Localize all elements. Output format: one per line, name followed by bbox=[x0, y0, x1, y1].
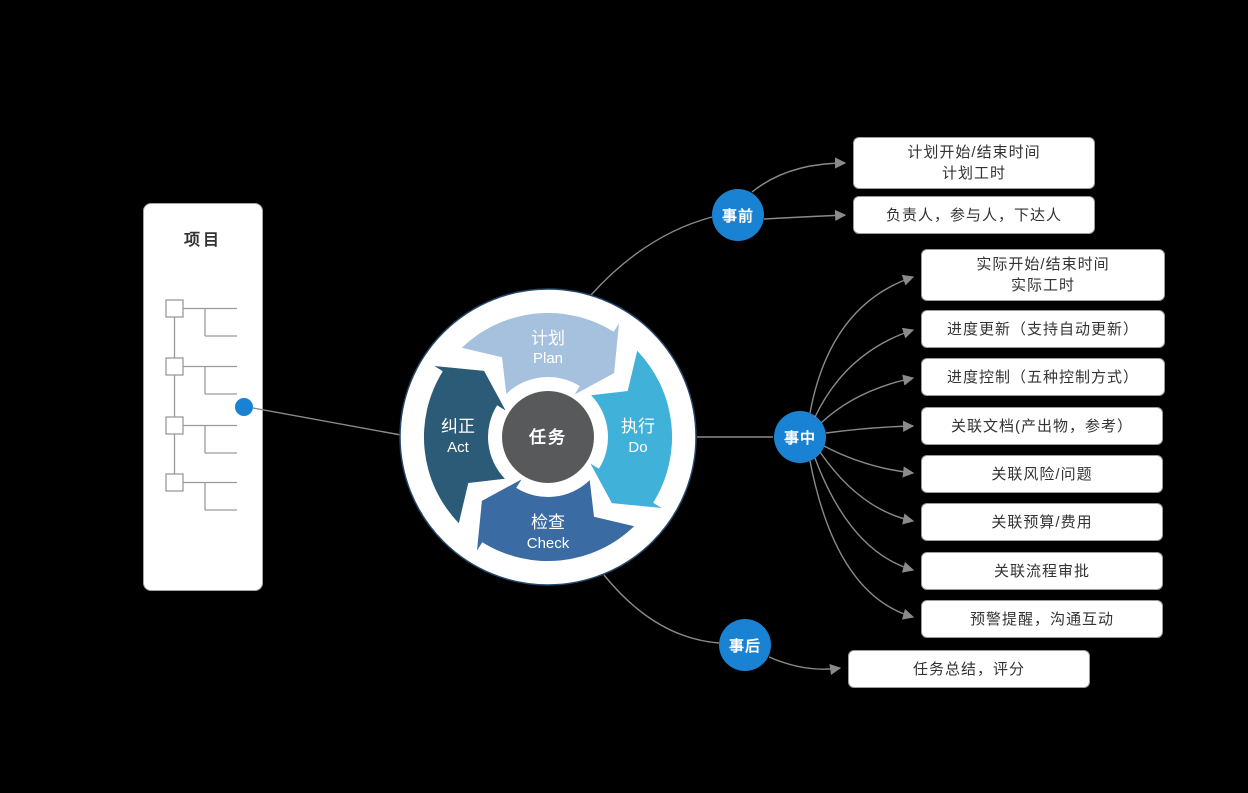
wheel-outer-ring bbox=[399, 288, 697, 586]
wheel-label-do-zh: 执行 bbox=[621, 417, 655, 436]
connector-during-progress-control bbox=[820, 374, 915, 424]
wheel-label-check-zh: 检查 bbox=[531, 513, 565, 532]
info-box-line: 预警提醒，沟通互动 bbox=[969, 610, 1114, 628]
info-box-actual-time: 实际开始/结束时间 实际工时 bbox=[921, 249, 1165, 301]
info-box-line: 关联流程审批 bbox=[993, 562, 1090, 580]
info-box-budget: 关联预算/费用 bbox=[921, 503, 1163, 541]
info-box-people: 负责人，参与人，下达人 bbox=[853, 196, 1095, 234]
connector-before-planned-time bbox=[751, 157, 847, 193]
connector-during-approval bbox=[814, 457, 915, 573]
wheel-segment-do bbox=[590, 350, 673, 508]
info-box-line: 关联文档(产出物，参考） bbox=[951, 417, 1133, 435]
info-box-line: 进度更新（支持自动更新） bbox=[946, 320, 1139, 338]
wheel-label-act-zh: 纠正 bbox=[441, 417, 475, 436]
connector-during-actual-time bbox=[809, 274, 915, 414]
connector-during-progress-update bbox=[814, 327, 915, 418]
connector-project-to-wheel bbox=[252, 407, 402, 436]
info-box-approval: 关联流程审批 bbox=[921, 552, 1163, 590]
info-box-line: 计划工时 bbox=[941, 165, 1006, 182]
info-box-progress-update: 进度更新（支持自动更新） bbox=[921, 310, 1165, 348]
info-box-line: 关联预算/费用 bbox=[991, 513, 1093, 531]
node-after: 事后 bbox=[719, 619, 771, 671]
wheel-segment-plan bbox=[461, 312, 619, 395]
node-before-label: 事前 bbox=[721, 207, 754, 225]
connector-before-people bbox=[763, 209, 847, 222]
info-box-summary: 任务总结，评分 bbox=[848, 650, 1090, 688]
wheel-label-act-en: Act bbox=[447, 439, 470, 456]
connector-wheel-to-after bbox=[603, 574, 720, 644]
info-box-line: 计划开始/结束时间 bbox=[907, 144, 1041, 161]
info-box-documents: 关联文档(产出物，参考） bbox=[921, 407, 1163, 445]
info-box-line: 进度控制（五种控制方式） bbox=[946, 368, 1139, 386]
node-during: 事中 bbox=[774, 411, 826, 463]
wheel-segment-check bbox=[477, 479, 635, 562]
info-box-line: 实际工时 bbox=[1010, 277, 1075, 294]
info-box-progress-control: 进度控制（五种控制方式） bbox=[921, 358, 1165, 396]
wheel-center-label: 任务 bbox=[528, 427, 567, 447]
info-box-line: 实际开始/结束时间 bbox=[976, 256, 1110, 273]
node-after-label: 事后 bbox=[728, 637, 761, 655]
connector-during-alerts bbox=[809, 460, 915, 620]
info-box-line: 任务总结，评分 bbox=[912, 660, 1025, 678]
project-card-title: 项目 bbox=[183, 232, 222, 249]
node-before: 事前 bbox=[712, 189, 764, 241]
pdca-wheel: 任务 计划 Plan 执行 Do 检查 Check 纠正 Act bbox=[399, 288, 697, 586]
connector-wheel-to-before bbox=[590, 216, 713, 296]
wheel-label-do-en: Do bbox=[628, 439, 647, 456]
wheel-label-check-en: Check bbox=[527, 535, 570, 552]
info-box-alerts: 预警提醒，沟通互动 bbox=[921, 600, 1163, 638]
info-box-risk: 关联风险/问题 bbox=[921, 455, 1163, 493]
connector-during-risk bbox=[823, 445, 915, 478]
info-box-planned-time: 计划开始/结束时间 计划工时 bbox=[853, 137, 1095, 189]
wheel-label-plan-zh: 计划 bbox=[531, 329, 565, 348]
project-card: 项目 bbox=[143, 203, 263, 591]
info-box-line: 负责人，参与人，下达人 bbox=[885, 206, 1062, 224]
wheel-segment-act bbox=[423, 366, 506, 524]
project-link-dot bbox=[235, 398, 253, 416]
connector-during-documents bbox=[825, 420, 915, 434]
info-box-line: 关联风险/问题 bbox=[991, 465, 1093, 483]
node-during-label: 事中 bbox=[783, 429, 816, 447]
connector-after-summary bbox=[768, 656, 842, 675]
wheel-label-plan-en: Plan bbox=[533, 350, 563, 367]
wheel-center-circle bbox=[502, 391, 594, 483]
connector-during-budget bbox=[819, 451, 915, 525]
